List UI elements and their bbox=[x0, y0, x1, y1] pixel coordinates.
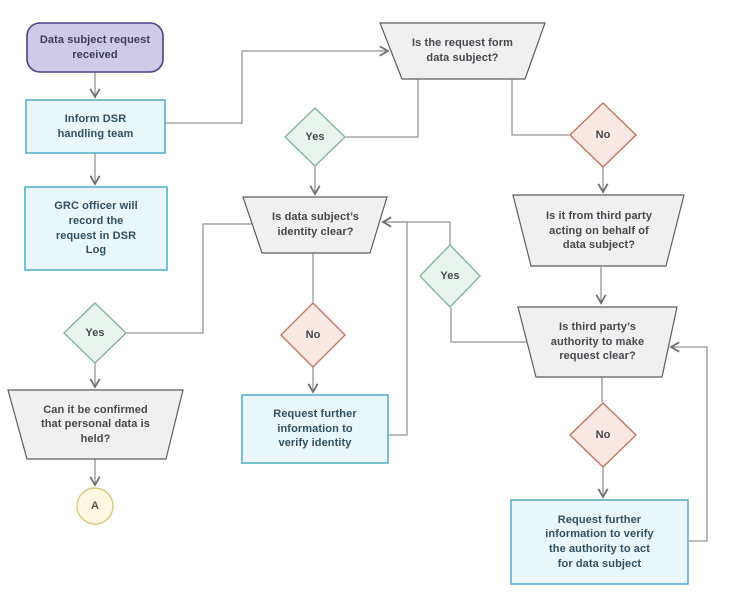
yes-request-diamond-shape bbox=[283, 107, 347, 167]
start-node-shape bbox=[26, 22, 164, 73]
grc-node-shape bbox=[24, 186, 168, 271]
edge-request-form-yes bbox=[346, 79, 419, 138]
yes-identity-diamond-shape bbox=[62, 302, 128, 364]
edge-yes-identity-return bbox=[393, 221, 451, 245]
request-form-decision-shape bbox=[379, 22, 546, 80]
no-authority-diamond-shape bbox=[568, 402, 638, 468]
inform-node-shape bbox=[25, 99, 166, 154]
edge-identity-yes-left bbox=[127, 223, 252, 334]
authority-decision-shape bbox=[517, 306, 678, 378]
confirm-decision-shape bbox=[7, 389, 184, 460]
third-party-decision-shape bbox=[512, 194, 685, 267]
connector-a-shape bbox=[76, 487, 114, 525]
edge-authority-yes bbox=[450, 308, 527, 343]
edge-inform-request-form bbox=[165, 45, 390, 124]
edge-request-form-no bbox=[511, 79, 569, 136]
node-shapes bbox=[7, 22, 689, 585]
verify-identity-node-shape bbox=[241, 394, 389, 464]
edge-verify-authority-loop bbox=[669, 341, 708, 542]
no-request-diamond-shape bbox=[568, 102, 638, 168]
edges bbox=[89, 45, 708, 542]
yes-authority-diamond-shape bbox=[419, 243, 481, 309]
verify-authority-node-shape bbox=[510, 499, 689, 585]
no-identity-diamond-shape bbox=[280, 302, 346, 368]
identity-decision-shape bbox=[242, 196, 388, 254]
